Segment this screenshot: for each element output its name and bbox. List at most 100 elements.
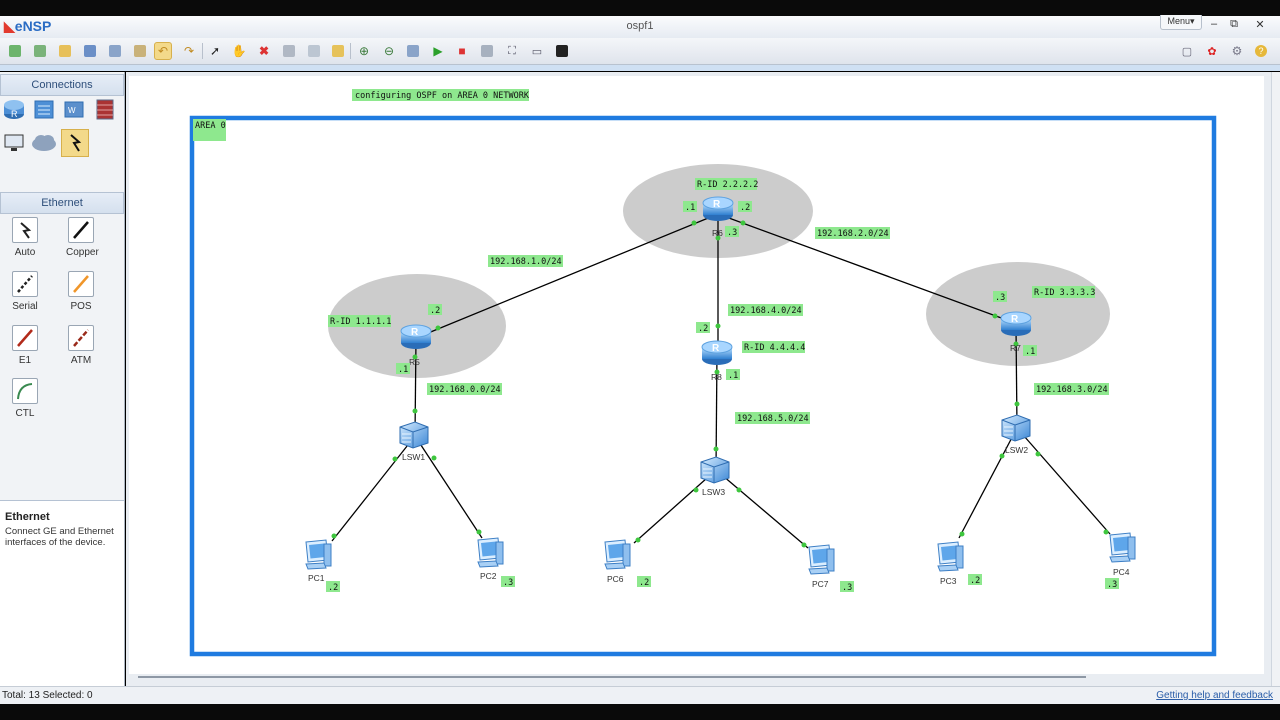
router-r6-icon [702,196,734,222]
pc-ip-label: .2 [970,576,980,586]
connections-header[interactable]: Connections [0,74,124,96]
router-r6[interactable]: R6 [702,196,734,238]
message-icon[interactable]: ▢ [1181,45,1193,58]
close-button[interactable]: ✕ [1255,19,1265,31]
router-r7[interactable]: R7 [1000,311,1032,353]
router-r8-icon [701,340,733,366]
if-label: .1 [1025,347,1035,357]
pc-ip-label: .3 [842,583,852,593]
net-192-168-4: 192.168.4.0/24 [730,306,802,316]
pc-icon [477,537,504,568]
open-icon[interactable] [56,42,74,60]
firewall-category-icon[interactable] [92,96,118,122]
window-title: ospf1 [626,20,654,32]
pc-pc7[interactable]: PC7 [808,544,835,589]
undo-icon[interactable]: ↶ [154,42,172,60]
redo-icon[interactable]: ↷ [183,44,195,58]
help-feedback-link[interactable]: Getting help and feedback [1156,690,1273,701]
fit-icon[interactable] [404,42,422,60]
restore-button[interactable]: ⧉ [1230,18,1238,30]
links [331,213,1111,549]
print-icon[interactable] [131,42,149,60]
cable-label: E1 [18,355,32,366]
help-text: Connect GE and Ethernet interfaces of th… [5,526,114,548]
router-r5[interactable]: R5 [400,324,432,367]
pc-pc4[interactable]: PC4 [1109,532,1136,577]
topology-canvas[interactable]: R AREA 0 configuring O [129,76,1264,674]
pc-pc2[interactable]: PC2 [477,537,504,581]
zoom-in-icon[interactable]: ⊕ [358,44,370,58]
switch-lsw2[interactable]: LSW2 [1001,414,1031,455]
port-dots [331,220,1109,548]
cable-label: ATM [70,355,92,366]
router-r8[interactable]: R8 [701,340,733,382]
copper-cable[interactable]: Copper [66,217,99,267]
switch-category-icon[interactable] [31,96,57,122]
switch-lsw1-name: LSW1 [402,452,425,462]
settings-gear-icon[interactable]: ⚙ [1231,44,1243,58]
delete-icon[interactable]: ✖ [258,44,270,58]
router-r5-icon [400,324,432,350]
router-category-icon[interactable]: R [1,96,27,122]
select-pointer-icon[interactable]: ➚ [209,44,221,58]
switch-lsw1[interactable]: LSW1 [399,421,429,462]
if-label: .3 [727,228,737,238]
help-icon[interactable]: ? [1252,42,1270,60]
pc-pc7-name: PC7 [812,579,829,589]
router-r8-name: R8 [711,372,722,382]
cloud-category-icon[interactable] [31,129,57,155]
palette-icon[interactable] [329,42,347,60]
cable-label: Auto [14,247,36,258]
pc-icon [305,539,332,570]
cable-label: CTL [15,408,35,419]
vertical-scrollbar[interactable] [1271,72,1280,686]
svg-text:R: R [11,109,18,119]
auto-cable[interactable]: Auto [10,217,40,267]
new-example-icon[interactable] [31,42,49,60]
atm-cable[interactable]: ATM [66,325,96,375]
save-as-icon[interactable] [106,42,124,60]
pc-icon [604,539,631,570]
if-label: .3 [995,293,1005,303]
r6-rid: R-ID 2.2.2.2 [697,180,758,190]
save-icon[interactable] [81,42,99,60]
huawei-icon[interactable]: ✿ [1207,45,1217,58]
hand-drag-icon[interactable]: ✋ [231,44,247,58]
pos-cable[interactable]: POS [66,271,96,321]
cli-icon[interactable] [553,42,571,60]
green-labels: R-ID 2.2.2.2 R-ID 1.1.1.1 R-ID 3.3.3.3 R… [326,178,1119,593]
pc-pc1[interactable]: PC1 [305,539,332,583]
pc-pc6[interactable]: PC6 [604,539,631,584]
ethernet-header[interactable]: Ethernet [0,192,124,214]
horizontal-scrollbar[interactable] [138,676,1086,678]
stop-all-icon[interactable]: ■ [458,44,466,58]
pc-pc3[interactable]: PC3 [937,541,964,586]
if-label: .2 [740,203,750,213]
connection-category-icon[interactable] [61,129,89,157]
switch-lsw3[interactable]: LSW3 [700,456,730,497]
minimize-button[interactable]: – [1210,18,1218,30]
app-logo: ◣eNSP [4,18,52,34]
serial-cable[interactable]: Serial [10,271,40,321]
toolbar: ↶ ↷ ➚ ✋ ✖ ⊕ ⊖ ▶ ■ ⛶ ▭ ▢ ✿ ⚙ ? [0,38,1280,65]
zoom-out-icon[interactable]: ⊖ [383,44,395,58]
wlan-category-icon[interactable]: W [61,96,87,122]
text-icon[interactable] [305,42,323,60]
pc-pc2-name: PC2 [480,571,497,581]
r5-rid: R-ID 1.1.1.1 [330,317,391,327]
menu-button[interactable]: Menu▾ [1160,15,1202,30]
delete-all-icon[interactable] [280,42,298,60]
canvas-area: R AREA 0 configuring O [126,72,1271,686]
start-all-icon[interactable]: ▶ [433,44,443,58]
help-title: Ethernet [5,511,50,523]
title-bar: ◣eNSP ospf1 Menu▾ – ⧉ ✕ [0,15,1280,39]
pc-category-icon[interactable] [1,129,27,155]
topology-icon[interactable]: ⛶ [508,44,516,57]
capture-icon[interactable] [478,42,496,60]
window-icon[interactable]: ▭ [531,45,543,58]
pc-ip-label: .3 [1107,580,1117,590]
e1-cable[interactable]: E1 [10,325,40,375]
ctl-cable[interactable]: CTL [10,378,40,428]
area-label-bg [193,119,226,141]
new-topology-icon[interactable] [6,42,24,60]
